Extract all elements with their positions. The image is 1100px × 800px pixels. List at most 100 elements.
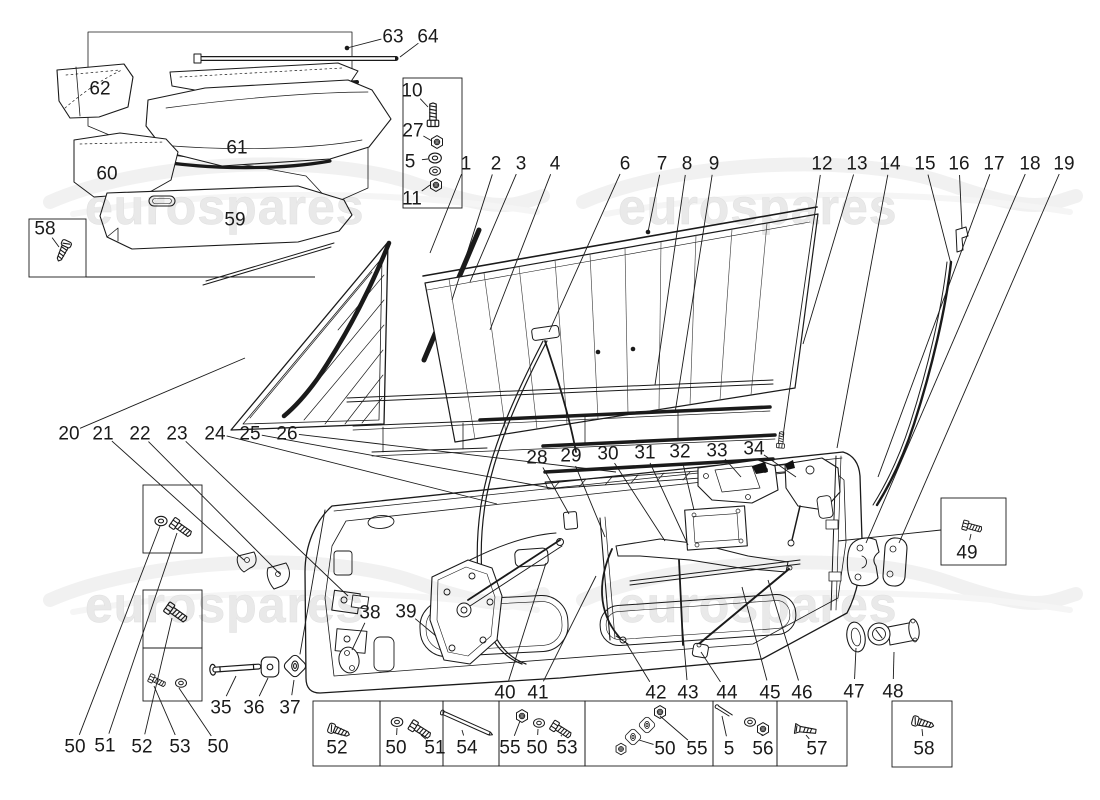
part-label-47[interactable]: 47 [843, 682, 864, 703]
part-label-49[interactable]: 49 [956, 543, 977, 564]
part-label-5[interactable]: 5 [724, 739, 735, 760]
part-label-50[interactable]: 50 [207, 737, 228, 758]
leader-line-64 [399, 42, 419, 58]
part-label-57[interactable]: 57 [806, 739, 827, 760]
leader-line-55 [513, 720, 521, 736]
leader-line-50 [78, 525, 161, 735]
part-label-21[interactable]: 21 [92, 424, 113, 445]
part-label-55[interactable]: 55 [686, 739, 707, 760]
part-label-6[interactable]: 6 [620, 154, 631, 175]
leader-line-30 [614, 462, 666, 542]
leader-line-48 [892, 651, 895, 680]
part-label-50[interactable]: 50 [64, 737, 85, 758]
leader-line-29 [575, 465, 606, 538]
part-label-58[interactable]: 58 [913, 739, 934, 760]
part-label-44[interactable]: 44 [716, 683, 738, 704]
leader-line-39 [414, 618, 437, 637]
part-label-53[interactable]: 53 [169, 737, 190, 758]
part-label-27[interactable]: 27 [402, 121, 423, 142]
diagram-artwork [56, 31, 969, 694]
part-label-38[interactable]: 38 [359, 603, 380, 624]
part-label-28[interactable]: 28 [526, 448, 547, 469]
part-label-31[interactable]: 31 [634, 443, 655, 464]
part-label-56[interactable]: 56 [752, 739, 773, 760]
part-label-29[interactable]: 29 [560, 446, 581, 467]
part-label-42[interactable]: 42 [645, 683, 666, 704]
part-label-50[interactable]: 50 [654, 739, 675, 760]
part-label-24[interactable]: 24 [204, 424, 226, 445]
leader-line-15 [927, 174, 952, 265]
part-label-12[interactable]: 12 [811, 154, 832, 175]
leader-line-43 [681, 621, 688, 681]
part-label-11[interactable]: 11 [402, 189, 422, 210]
callout-box [891, 700, 953, 768]
part-label-48[interactable]: 48 [882, 682, 903, 703]
part-label-7[interactable]: 7 [657, 154, 668, 175]
part-label-37[interactable]: 37 [279, 698, 300, 719]
part-label-55[interactable]: 55 [499, 738, 520, 759]
part-label-41[interactable]: 41 [527, 683, 548, 704]
part-label-14[interactable]: 14 [879, 154, 901, 175]
part-label-30[interactable]: 30 [597, 444, 618, 465]
leader-line-51 [108, 532, 178, 734]
part-label-23[interactable]: 23 [166, 424, 187, 445]
hardware-rod54-icon [439, 708, 495, 738]
part-label-8[interactable]: 8 [682, 154, 693, 175]
part-label-50[interactable]: 50 [526, 738, 547, 759]
part-label-64[interactable]: 64 [417, 27, 439, 48]
part-label-4[interactable]: 4 [550, 154, 561, 175]
part-label-2[interactable]: 2 [491, 154, 502, 175]
part-label-13[interactable]: 13 [846, 154, 867, 175]
part-label-19[interactable]: 19 [1053, 154, 1074, 175]
part-label-15[interactable]: 15 [914, 154, 935, 175]
watermark: eurospares [576, 555, 1083, 633]
leader-line-9 [674, 174, 713, 414]
part-label-63[interactable]: 63 [382, 27, 403, 48]
part-label-60[interactable]: 60 [96, 164, 117, 185]
part-label-10[interactable]: 10 [401, 81, 422, 102]
leader-dot [595, 349, 601, 355]
part-label-40[interactable]: 40 [494, 683, 515, 704]
part-label-26[interactable]: 26 [276, 424, 297, 445]
leader-line-55 [659, 715, 689, 741]
part-label-34[interactable]: 34 [743, 439, 765, 460]
part-label-59[interactable]: 59 [224, 210, 245, 231]
leader-line-18 [865, 173, 1026, 544]
part-label-52[interactable]: 52 [326, 738, 347, 759]
leader-line-50 [638, 739, 654, 745]
part-label-17[interactable]: 17 [983, 154, 1004, 175]
part-label-18[interactable]: 18 [1019, 154, 1040, 175]
part-label-20[interactable]: 20 [58, 424, 79, 445]
part-label-58[interactable]: 58 [34, 219, 55, 240]
leader-line-52 [144, 617, 173, 735]
leader-line-49 [969, 533, 972, 541]
part-label-51[interactable]: 51 [424, 738, 445, 759]
part-label-35[interactable]: 35 [210, 698, 231, 719]
leader-line-14 [836, 174, 889, 449]
part-label-9[interactable]: 9 [709, 154, 720, 175]
leader-line-51 [420, 734, 427, 740]
hardware-washer-icon [428, 152, 442, 164]
part-label-43[interactable]: 43 [677, 683, 698, 704]
part-label-25[interactable]: 25 [239, 424, 260, 445]
part-label-22[interactable]: 22 [129, 424, 150, 445]
part-label-61[interactable]: 61 [226, 138, 247, 159]
part-label-1[interactable]: 1 [461, 154, 472, 175]
part-label-32[interactable]: 32 [669, 442, 690, 463]
part-label-52[interactable]: 52 [131, 737, 152, 758]
part-label-51[interactable]: 51 [94, 736, 115, 757]
part-label-16[interactable]: 16 [948, 154, 969, 175]
part-label-62[interactable]: 62 [89, 79, 110, 100]
part-label-46[interactable]: 46 [791, 683, 812, 704]
part-label-50[interactable]: 50 [385, 738, 406, 759]
part-label-53[interactable]: 53 [556, 738, 577, 759]
part-label-5[interactable]: 5 [405, 152, 416, 173]
part-label-33[interactable]: 33 [706, 441, 727, 462]
part-label-45[interactable]: 45 [759, 683, 780, 704]
leader-line-21 [111, 440, 245, 561]
part-label-36[interactable]: 36 [243, 698, 264, 719]
part-label-54[interactable]: 54 [456, 738, 478, 759]
part-label-39[interactable]: 39 [395, 602, 416, 623]
part-label-3[interactable]: 3 [516, 154, 527, 175]
